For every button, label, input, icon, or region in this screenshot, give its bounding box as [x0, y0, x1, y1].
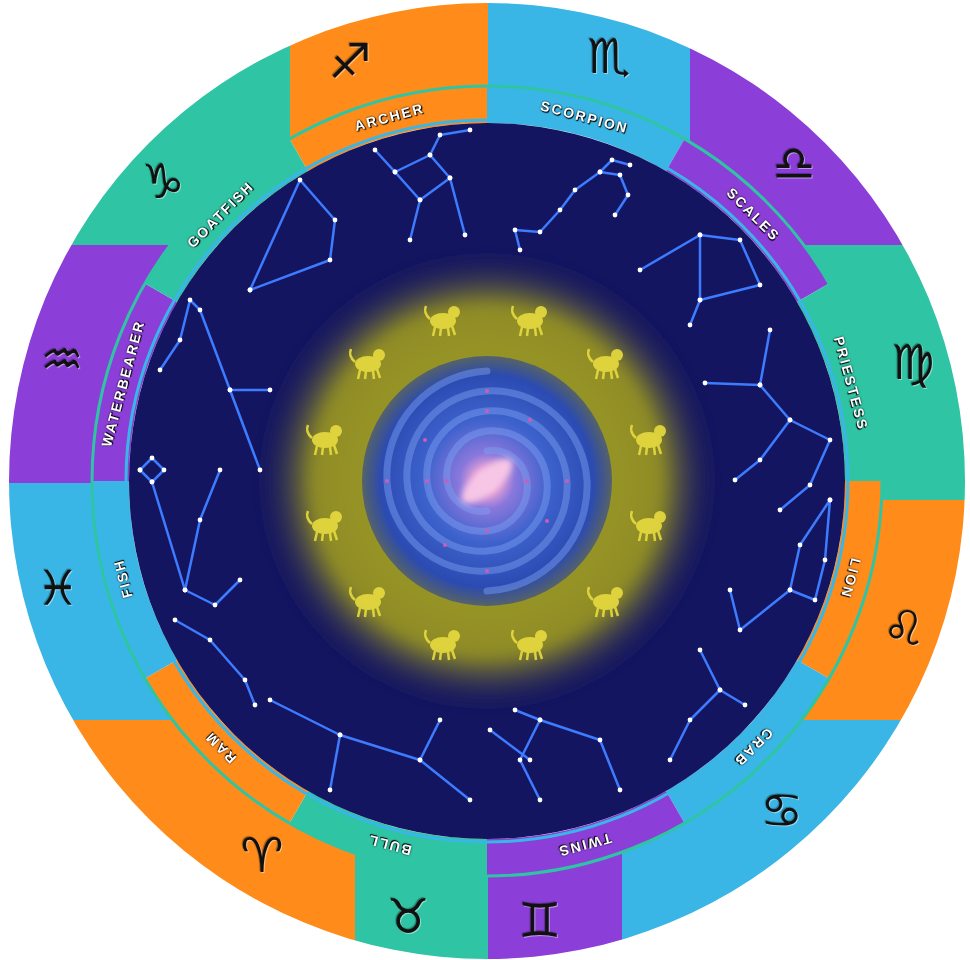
constellation [700, 650, 745, 705]
galaxy-dot [485, 409, 489, 413]
sign-figure [631, 511, 666, 541]
constellation [699, 235, 702, 300]
name-band [92, 86, 882, 876]
sign-name: PRIESTESS [832, 335, 871, 432]
sign-name: TWINS [556, 831, 613, 859]
galaxy-disc [362, 356, 612, 606]
galaxy-dot [425, 479, 429, 483]
zodiac-symbol: ♒ [40, 335, 83, 383]
constellation [450, 178, 465, 235]
zodiac-symbol: ♐ [328, 37, 371, 85]
galaxy-dot [443, 543, 447, 547]
galaxy-dot [545, 519, 549, 523]
sign-figure [588, 587, 623, 617]
sign-name: BULL [366, 833, 413, 858]
constellation [640, 235, 760, 325]
galaxy-dot [528, 418, 532, 422]
zodiac-symbol: ♏ [587, 32, 630, 80]
galaxy-dot [385, 479, 389, 483]
band-edge [126, 120, 848, 842]
sign-figure [425, 306, 460, 336]
constellation [490, 730, 530, 760]
galaxy-core [455, 451, 519, 511]
sign-name: GOATFISH [185, 179, 257, 251]
sign-name: SCALES [724, 185, 783, 244]
galaxy-dot [423, 438, 427, 442]
constellation [250, 180, 335, 290]
constellation [270, 700, 470, 800]
constellation [705, 330, 770, 385]
zodiac-symbol: ♈ [240, 831, 283, 879]
constellation [790, 500, 830, 600]
sign-figure [512, 630, 547, 660]
sign-name: CRAB [731, 725, 775, 769]
sign-name: ARCHER [353, 101, 426, 133]
constellation [185, 470, 220, 590]
constellation [175, 620, 255, 705]
band-edge [92, 86, 882, 876]
galaxy-dot [485, 569, 489, 573]
constellation [230, 390, 260, 470]
constellation [140, 458, 164, 482]
constellation-lines [140, 130, 830, 800]
sign-name: SCORPION [539, 98, 630, 135]
constellation [730, 590, 790, 630]
constellation [515, 172, 628, 250]
galaxy-dot [565, 479, 569, 483]
zodiac-symbol: ♎ [772, 139, 815, 187]
sign-name: FISH [111, 557, 135, 599]
constellation [375, 150, 450, 200]
constellation [735, 420, 790, 480]
sign-figure [512, 306, 547, 336]
zodiac-symbol: ♊ [518, 896, 561, 944]
galaxy-dots [385, 389, 569, 573]
zodiac-symbol: ♋ [760, 786, 803, 834]
galaxy-dot [485, 389, 489, 393]
constellation [420, 720, 440, 760]
zodiac-symbol: ♓ [36, 564, 79, 612]
zodiac-symbol: ♉ [386, 892, 429, 940]
sign-figure [307, 425, 342, 455]
sign-figure [631, 425, 666, 455]
constellation [600, 160, 630, 172]
galaxy-dot [525, 479, 529, 483]
constellation [160, 300, 270, 390]
galaxy-arm [407, 391, 587, 591]
constellation [330, 735, 340, 790]
sign-name: LION [839, 557, 863, 601]
sign-figure [350, 349, 385, 379]
sign-figures [307, 306, 666, 660]
galaxy-dot [485, 529, 489, 533]
zodiac-symbol: ♌ [882, 604, 925, 652]
sign-figure [307, 511, 342, 541]
constellation [670, 690, 720, 760]
constellation [515, 710, 620, 790]
sign-figure [588, 349, 623, 379]
sign-name: WATERBEARER [99, 319, 146, 449]
sign-figure [425, 630, 460, 660]
sign-name: RAM [202, 729, 239, 766]
spiral-galaxy [362, 356, 612, 606]
zodiac-symbol: ♍ [891, 338, 934, 386]
sign-figure [350, 587, 385, 617]
night-sky [129, 123, 845, 839]
zodiac-symbol: ♑ [141, 157, 184, 205]
yellow-glow [255, 249, 719, 713]
constellation [410, 200, 420, 240]
galaxy-dot [445, 479, 449, 483]
constellation [430, 130, 470, 155]
